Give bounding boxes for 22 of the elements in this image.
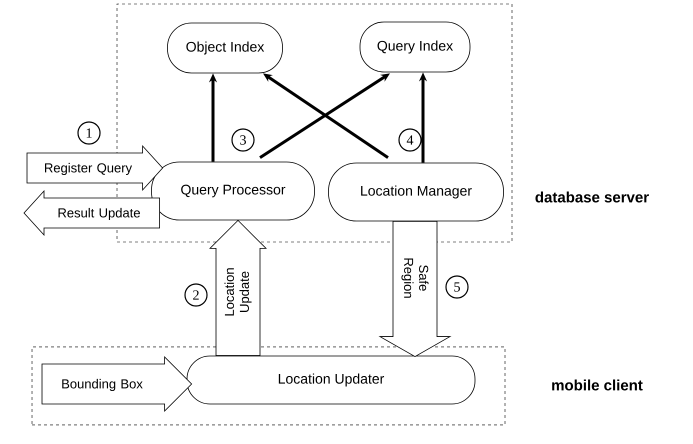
callout-number: 3 [231, 128, 255, 152]
edge-label: Location Update [224, 268, 252, 316]
callout-number: 4 [398, 128, 422, 152]
group-heading: database server [536, 191, 649, 202]
rounded-box: Location Updater [186, 356, 476, 404]
group-heading: mobile client [552, 379, 643, 390]
block-arrow [209, 220, 267, 356]
block-arrow [23, 190, 160, 236]
edge-label: Safe Region [401, 258, 429, 298]
callout-number: 1 [77, 121, 101, 145]
callout-number: 5 [445, 275, 469, 299]
edge-label: Register Query [45, 162, 132, 176]
block-arrow [378, 220, 452, 358]
callout-number: 2 [184, 283, 208, 307]
edge-label: Bounding Box [62, 378, 143, 392]
rounded-box: Object Index [167, 22, 283, 74]
edge-label: Result Update [58, 208, 140, 220]
block-arrow [42, 356, 192, 412]
block-arrow [26, 144, 164, 192]
rounded-box: Query Index [360, 22, 470, 72]
rounded-box: Query Processor [151, 162, 315, 220]
rounded-box: Location Manager [328, 162, 504, 222]
